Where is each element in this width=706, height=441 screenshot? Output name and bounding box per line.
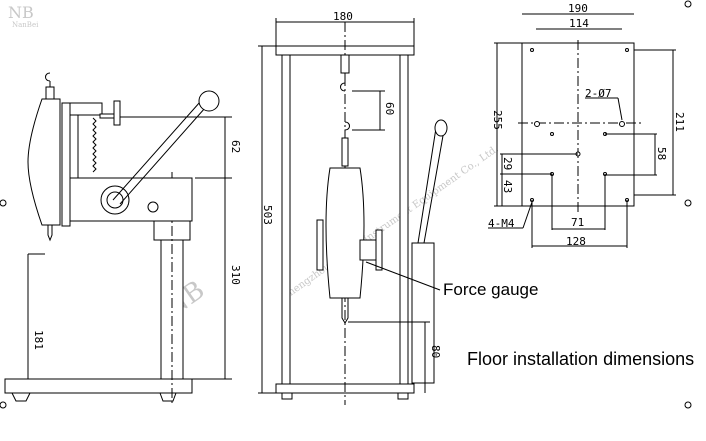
watermark-sub: NanBei: [12, 21, 39, 29]
dim-frame-width: 180: [333, 10, 353, 23]
dim-offset-43: 43: [501, 180, 514, 193]
dim-plate-depth: 255: [491, 110, 504, 130]
side-view: 62 310 181: [4, 72, 242, 405]
dim-arm-height: 62: [229, 140, 242, 153]
dim-total-height: 310: [229, 265, 242, 285]
floor-plan: 190 114 2-Ø7 255 211 29 43 58 71 128 4-M…: [488, 2, 686, 248]
watermark-logo-top: NB NanBei: [8, 3, 39, 29]
corner-circles: [0, 0, 692, 409]
svg-text:Zhengzhou Nanbei Instrument Eq: Zhengzhou Nanbei Instrument Equipment Co…: [280, 144, 500, 303]
watermark-company: Zhengzhou Nanbei Instrument Equipment Co…: [280, 144, 500, 303]
floor-installation-title: Floor installation dimensions: [467, 349, 695, 369]
dim-plate-width: 190: [568, 2, 588, 15]
front-view: 180 503 60 80: [258, 10, 448, 405]
dim-hook-height: 181: [32, 330, 45, 350]
dim-frame-height: 503: [261, 205, 274, 225]
dim-screws: 4-M4: [488, 217, 515, 230]
dim-offset-58: 58: [655, 147, 668, 160]
dim-span-71: 71: [571, 216, 584, 229]
dim-hole-span: 211: [673, 112, 686, 132]
force-gauge-label: Force gauge: [443, 280, 539, 299]
svg-text:NB: NB: [8, 3, 34, 22]
dim-inner-width: 114: [569, 17, 589, 30]
dim-holes: 2-Ø7: [585, 87, 612, 100]
dim-span-128: 128: [566, 235, 586, 248]
dim-offset-29: 29: [501, 157, 514, 170]
dim-bottom-gap: 80: [429, 345, 442, 358]
dim-hook-gap: 60: [383, 102, 396, 115]
